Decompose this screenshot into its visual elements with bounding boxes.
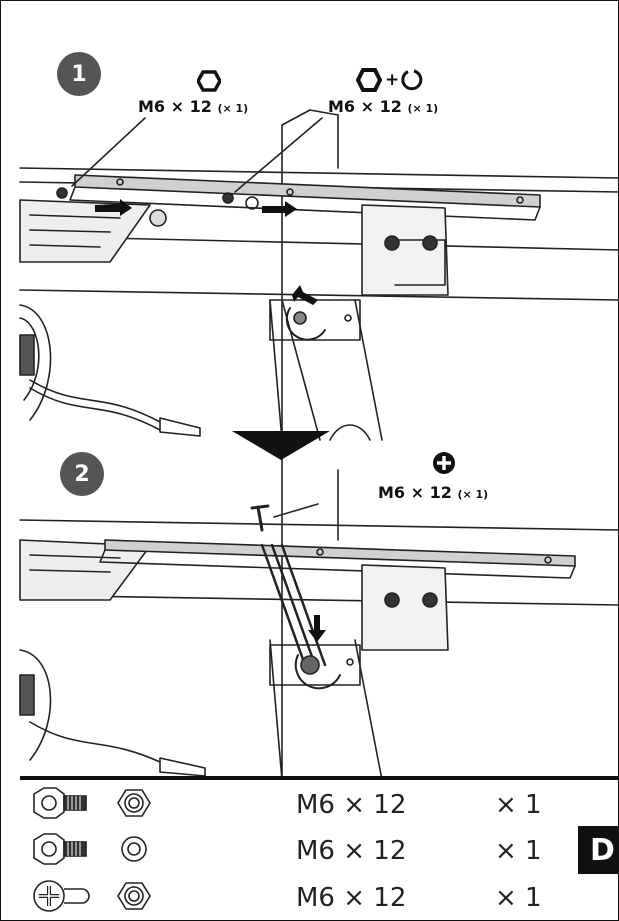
hardware-spec: M6 × 12 xyxy=(296,836,407,866)
nut-icon xyxy=(117,789,151,817)
callout-step1-a: M6 × 12 (× 1) xyxy=(138,97,248,116)
hardware-spec: M6 × 12 xyxy=(296,883,407,913)
hardware-spec: M6 × 12 xyxy=(296,790,407,820)
hardware-row: M6 × 12 × 1 xyxy=(20,830,618,870)
language-code: D xyxy=(590,832,615,868)
language-tab: D xyxy=(578,826,619,874)
nut-icon xyxy=(356,68,382,92)
hex-bolt-icon xyxy=(33,833,87,865)
hardware-qty: × 1 xyxy=(495,790,542,820)
phillips-screw-icon xyxy=(433,452,455,474)
step-badge-2: 2 xyxy=(60,452,104,496)
callout-qty: (× 1) xyxy=(457,488,489,501)
hardware-icons xyxy=(33,833,147,865)
callout-step1-b: M6 × 12 (× 1) xyxy=(328,97,438,116)
callout-spec: M6 × 12 xyxy=(328,97,402,116)
callout-step2: M6 × 12 (× 1) xyxy=(378,483,488,502)
hardware-icons xyxy=(33,787,151,819)
callout-qty: (× 1) xyxy=(407,102,439,115)
washer-icon xyxy=(121,836,147,862)
step-number: 2 xyxy=(74,461,90,487)
plus-sign: + xyxy=(385,70,400,90)
hardware-row: M6 × 12 × 1 xyxy=(20,784,618,824)
callout-qty: (× 1) xyxy=(217,102,249,115)
assembly-illustration xyxy=(19,109,619,780)
callout-spec: M6 × 12 xyxy=(138,97,212,116)
hex-bolt-icon xyxy=(33,787,87,819)
phillips-screw-icon xyxy=(33,880,90,912)
hardware-icons xyxy=(33,880,151,912)
section-divider xyxy=(20,776,618,780)
split-washer-icon xyxy=(401,69,423,91)
hardware-row: M6 × 12 × 1 xyxy=(20,877,618,917)
callout-spec: M6 × 12 xyxy=(378,483,452,502)
hardware-qty: × 1 xyxy=(495,836,542,866)
step-number: 1 xyxy=(71,61,87,87)
nut-icon xyxy=(117,882,151,910)
hardware-qty: × 1 xyxy=(495,883,542,913)
step-badge-1: 1 xyxy=(57,52,101,96)
nut-icon xyxy=(197,70,221,92)
